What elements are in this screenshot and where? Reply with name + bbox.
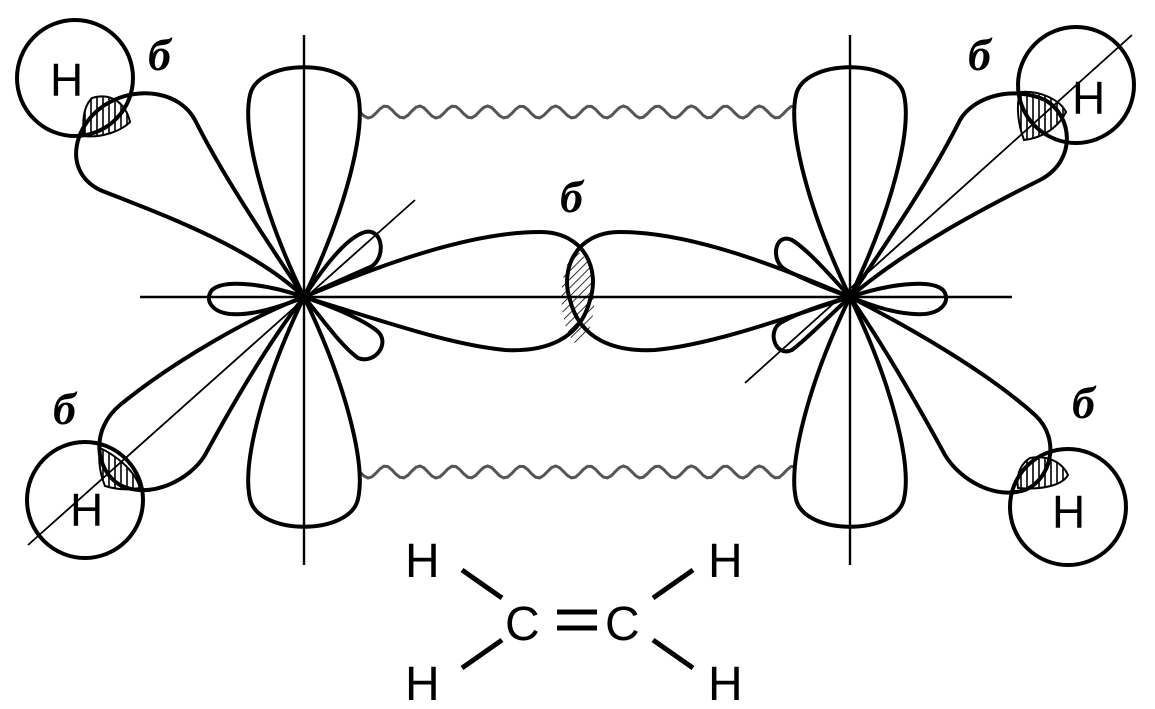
c-h-overlap-upper-right xyxy=(1016,90,1068,142)
structural-formula: H H C C H H xyxy=(405,535,743,709)
hydrogen-label: H xyxy=(50,54,83,106)
formula-hydrogen-top-left: H xyxy=(405,535,440,588)
formula-carbon-left: C xyxy=(505,598,540,651)
right-p-orbital-bottom-lobe xyxy=(792,295,908,529)
left-carbon-orbitals xyxy=(74,65,595,529)
sigma-label-lower-left: б xyxy=(53,383,78,434)
hydrogen-atoms: H H H H xyxy=(15,18,1136,567)
right-diagonal-axis xyxy=(744,34,1133,384)
sigma-label-upper-left: б xyxy=(148,29,173,80)
pi-bond-wave-top xyxy=(358,104,796,120)
bond-h-c-top-left xyxy=(460,567,504,601)
c-h-overlap-lower-right xyxy=(1016,456,1070,490)
left-sp2-lobe-cc-sigma xyxy=(302,230,595,353)
sigma-label-lower-right: б xyxy=(1072,377,1097,428)
formula-hydrogen-top-right: H xyxy=(708,535,743,588)
cc-sigma-overlap-region xyxy=(561,252,595,346)
sigma-label-cc: б xyxy=(560,171,585,222)
left-p-orbital-top-lobe xyxy=(246,65,362,299)
c-h-overlap-upper-left xyxy=(82,95,132,138)
pi-bond-wave-bottom xyxy=(358,464,796,480)
left-diagonal-axis xyxy=(27,199,416,546)
hydrogen-upper-right: H xyxy=(1016,25,1136,145)
c-h-overlap-lower-left xyxy=(98,446,142,491)
bond-h-c-bottom-left xyxy=(460,637,504,671)
hydrogen-upper-left: H xyxy=(15,18,135,138)
right-p-orbital-top-lobe xyxy=(792,65,908,299)
right-sp2-lobe-lower-right xyxy=(848,295,1053,495)
formula-hydrogen-bottom-right: H xyxy=(708,658,743,709)
hydrogen-label: H xyxy=(70,484,103,536)
sigma-label-upper-right: б xyxy=(968,29,993,80)
left-small-back-lobe-lower xyxy=(302,295,385,362)
right-small-back-lobe-right xyxy=(848,281,949,317)
left-small-back-lobe-left xyxy=(206,281,306,317)
hydrogen-label: H xyxy=(1072,72,1105,124)
sigma-labels: б б б б б xyxy=(53,29,1097,434)
pi-bond-overlap xyxy=(358,104,796,480)
hydrogen-lower-right: H xyxy=(1008,447,1128,567)
formula-carbon-right: C xyxy=(605,598,640,651)
right-small-back-lobe-upper xyxy=(773,236,852,299)
hydrogen-label: H xyxy=(1052,486,1085,538)
left-p-orbital-bottom-lobe xyxy=(246,295,362,529)
formula-hydrogen-bottom-left: H xyxy=(405,658,440,709)
bond-c-h-top-right xyxy=(651,567,695,601)
hydrogen-lower-left: H xyxy=(25,440,145,560)
bond-c-h-bottom-right xyxy=(651,637,695,671)
